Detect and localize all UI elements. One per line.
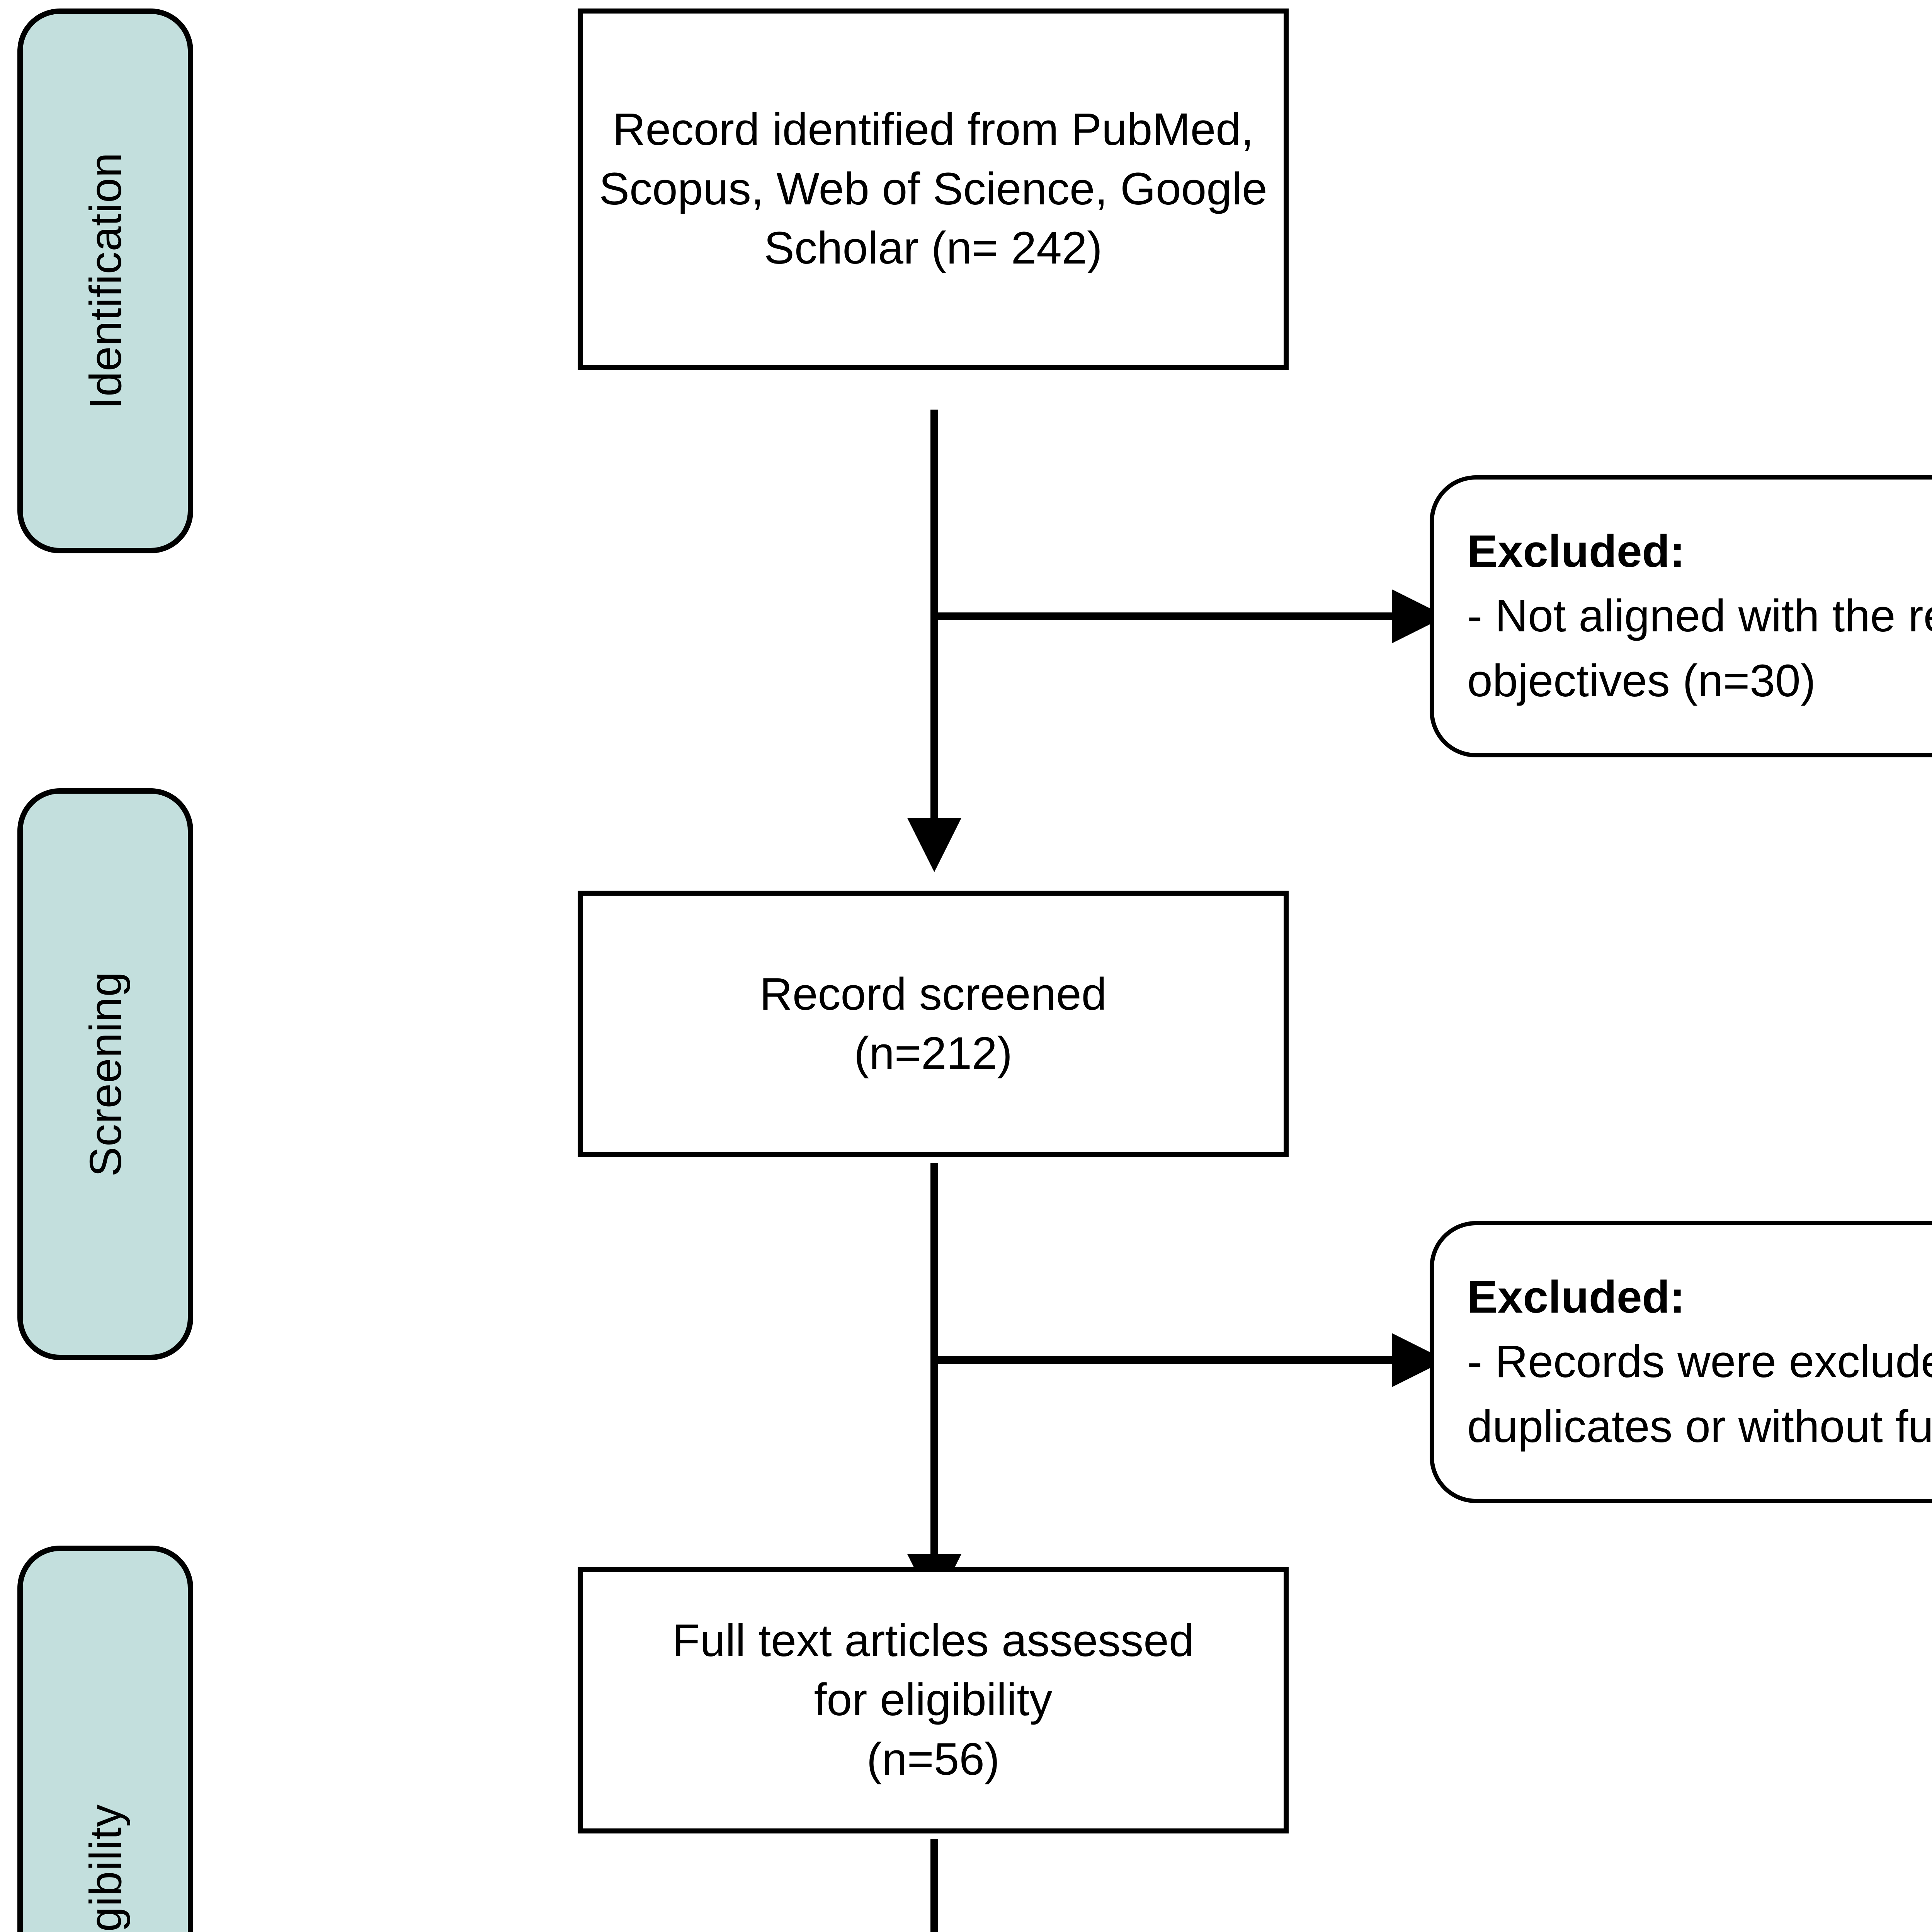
process-line: Record identified from PubMed, — [612, 104, 1254, 155]
stage-pill-screening: Screening — [17, 788, 193, 1360]
process-line: for eligibility — [814, 1674, 1053, 1726]
excluded-title: Excluded: — [1467, 1271, 1685, 1323]
excluded-box-2: Excluded: - Records were excluded for du… — [1430, 1221, 1932, 1503]
stage-label-identification: Identification — [80, 152, 131, 410]
process-line: Record screened — [759, 968, 1107, 1020]
process-line: Scholar (n= 242) — [764, 223, 1102, 274]
excluded-reason: - Records were excluded for duplicates o… — [1467, 1336, 1932, 1452]
process-box-fulltext-assessed: Full text articles assessed for eligibil… — [578, 1567, 1289, 1833]
stage-pill-identification: Identification — [17, 9, 193, 553]
stage-label-eligibility: Eligibility — [80, 1804, 131, 1932]
process-line: (n=56) — [866, 1733, 1000, 1785]
excluded-reason: - Not aligned with the research objectiv… — [1467, 590, 1932, 706]
excluded-title: Excluded: — [1467, 526, 1685, 577]
stage-pill-eligibility: Eligibility — [17, 1546, 193, 1932]
process-line: (n=212) — [854, 1028, 1012, 1079]
process-line: Scopus, Web of Science, Google — [599, 163, 1267, 214]
stage-label-screening: Screening — [80, 971, 131, 1177]
process-line: Full text articles assessed — [672, 1615, 1194, 1666]
process-box-identified: Record identified from PubMed, Scopus, W… — [578, 9, 1289, 370]
excluded-box-1: Excluded: - Not aligned with the researc… — [1430, 475, 1932, 757]
process-box-screened: Record screened (n=212) — [578, 891, 1289, 1157]
